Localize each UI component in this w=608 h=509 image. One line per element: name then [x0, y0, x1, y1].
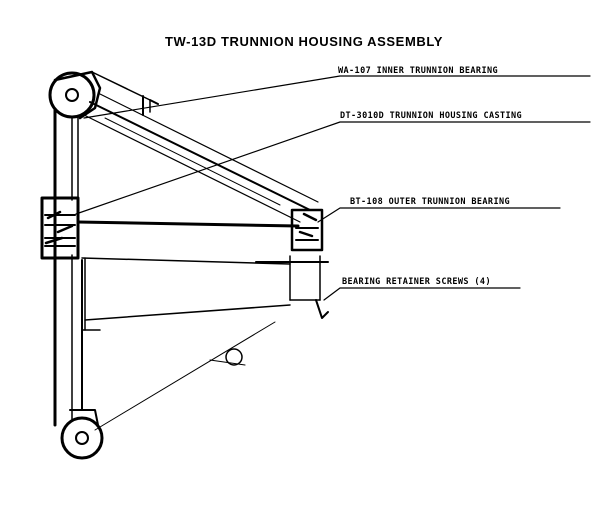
trunnion-housing-casting	[76, 220, 300, 331]
lower-pivot	[94, 321, 276, 431]
top-arm	[53, 70, 102, 120]
bottom-pulley	[60, 409, 104, 460]
callout-trunnion-housing-casting: DT-3010D TRUNNION HOUSING CASTING	[340, 111, 523, 121]
top-pulley	[48, 71, 96, 119]
callout-bearing-retainer-screws: BEARING RETAINER SCREWS (4)	[342, 277, 491, 287]
frame-post	[53, 108, 83, 427]
leader-lines	[75, 75, 591, 301]
diagram-title: TW-13D TRUNNION HOUSING ASSEMBLY	[165, 34, 443, 49]
outer-trunnion-bearing	[255, 208, 329, 301]
retainer-screws	[315, 299, 329, 319]
diagonal-strut	[81, 93, 319, 223]
callout-outer-trunnion-bearing: BT-108 OUTER TRUNNION BEARING	[350, 197, 511, 207]
inner-trunnion-bearing	[40, 196, 80, 260]
callout-inner-trunnion-bearing: WA-107 INNER TRUNNION BEARING	[338, 66, 499, 76]
